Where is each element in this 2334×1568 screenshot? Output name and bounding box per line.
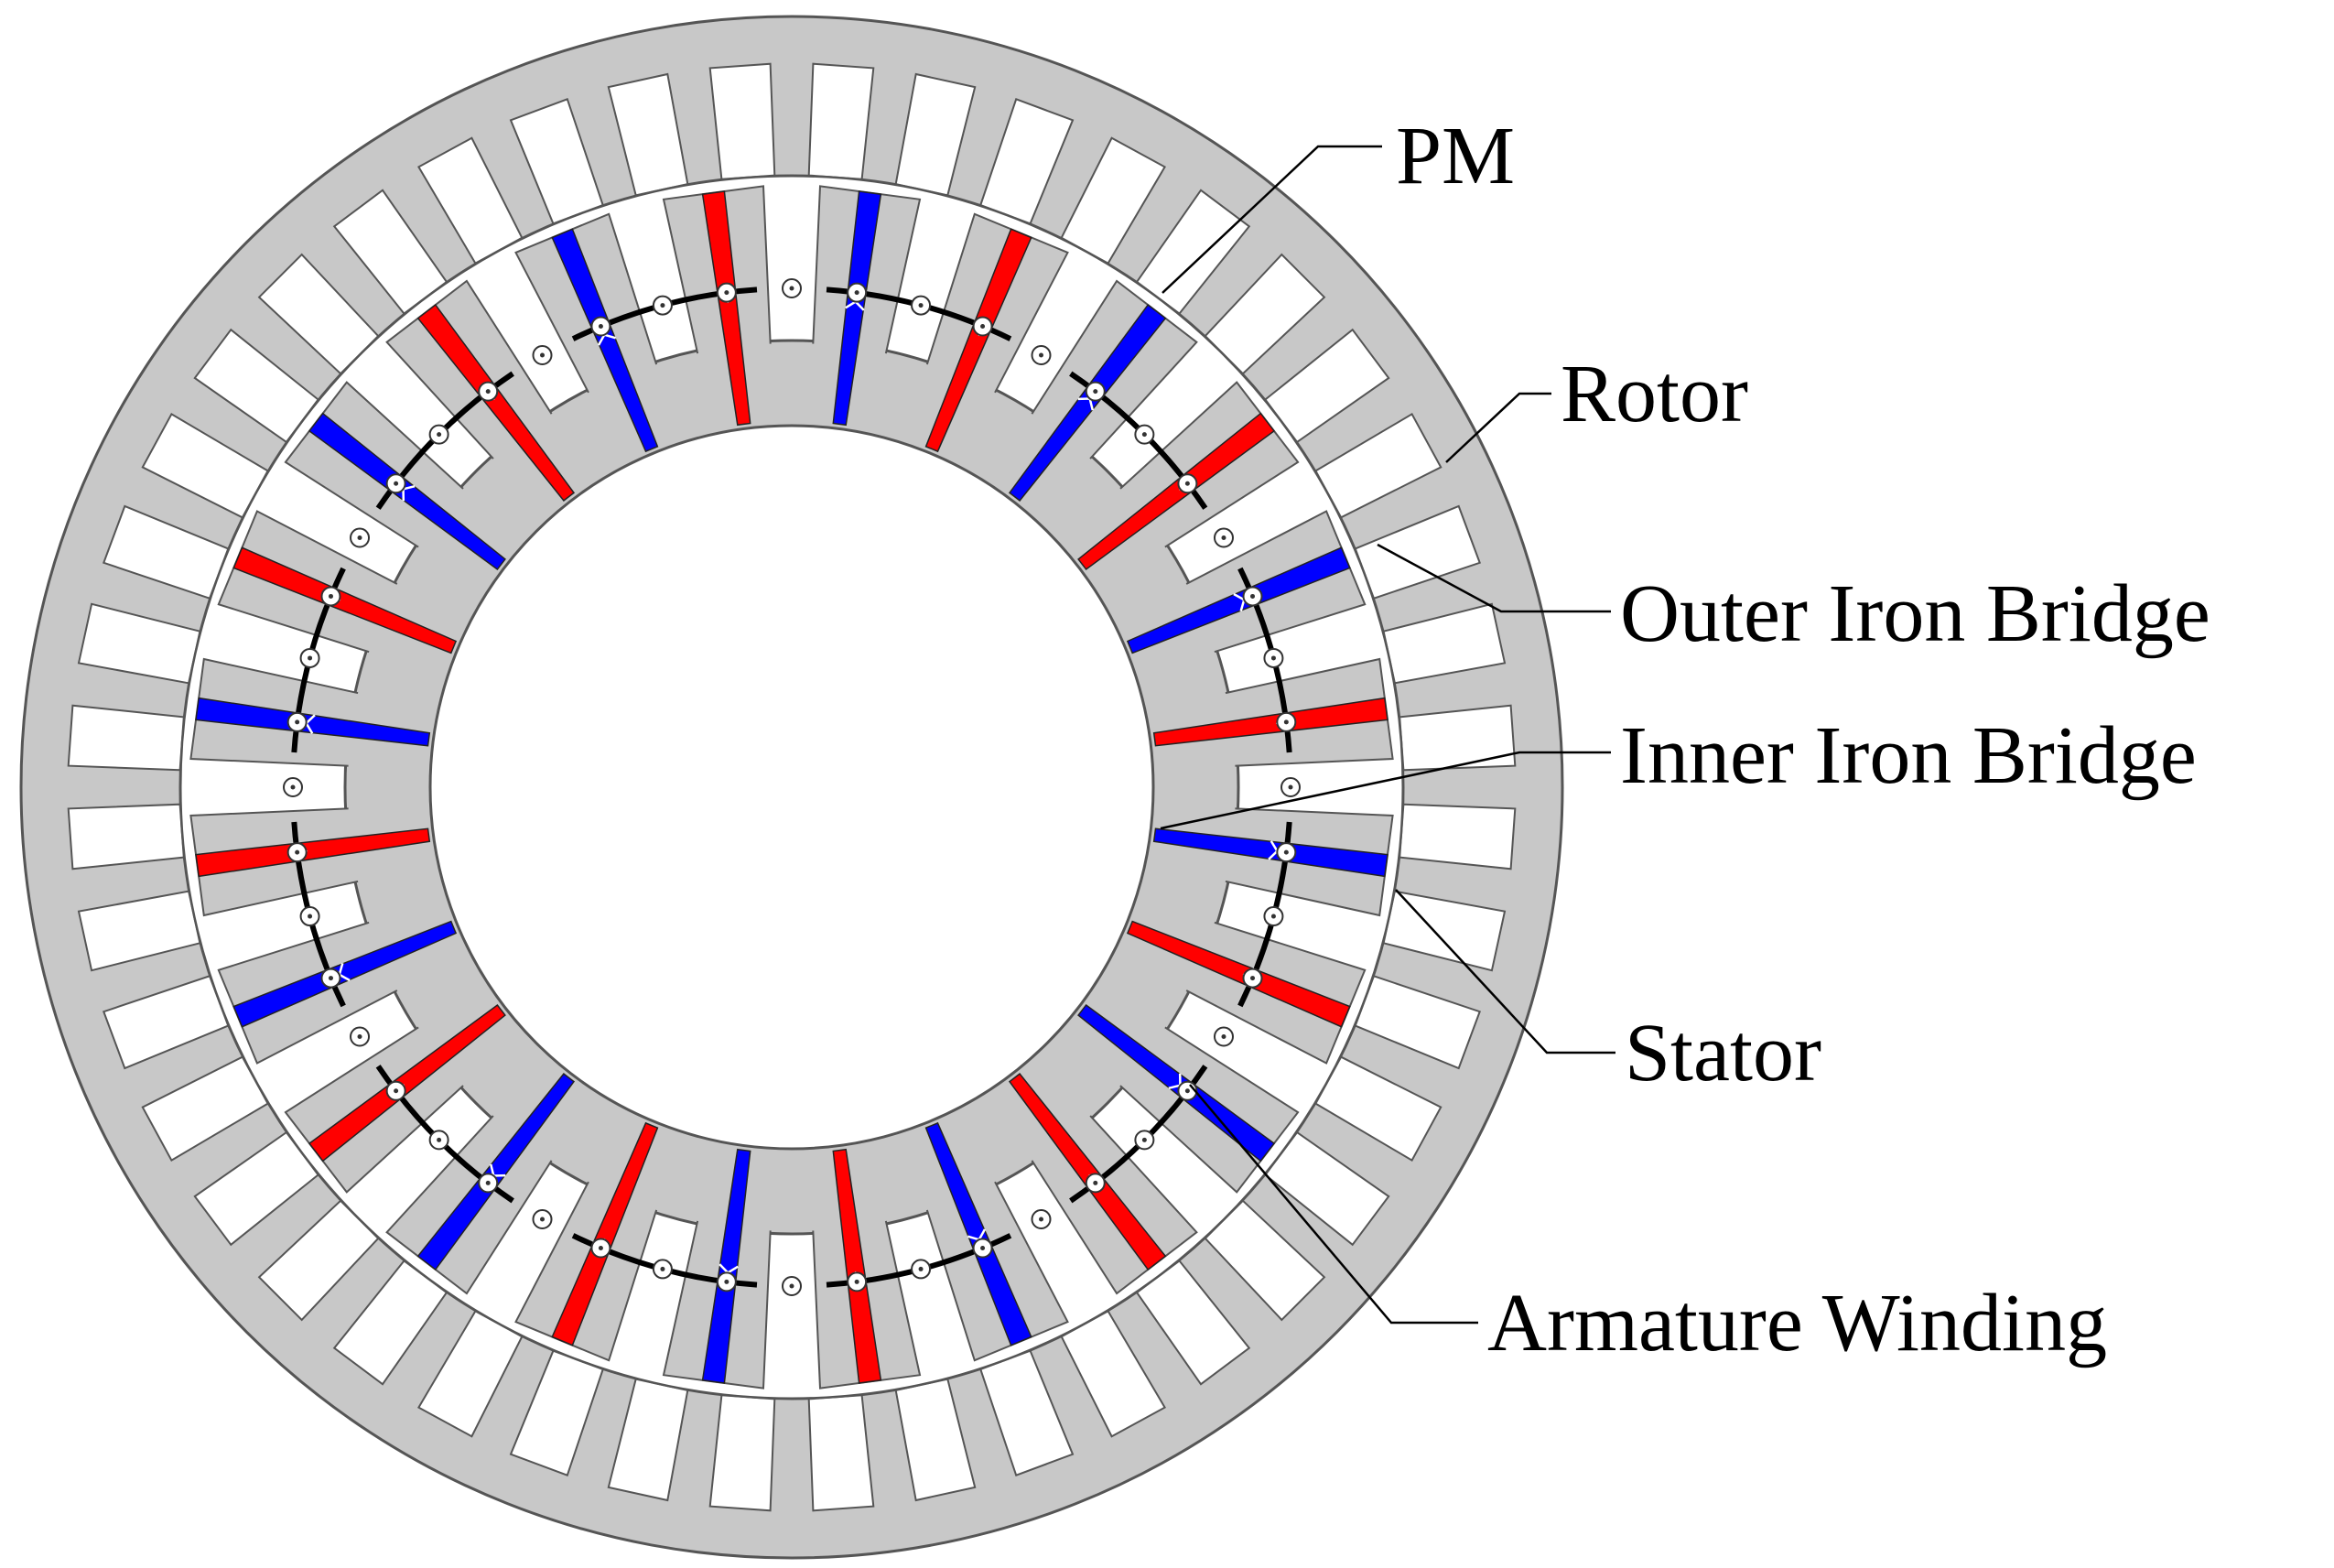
winding-conductor-dot — [1039, 352, 1043, 358]
winding-conductor-dot — [598, 1246, 603, 1251]
pm-magnet — [308, 1003, 506, 1162]
callout-pm: PM — [1396, 111, 1515, 201]
winding-conductor-dot — [437, 1137, 442, 1142]
winding-conductor-dot — [1093, 1180, 1098, 1185]
winding-conductor-dot — [1250, 593, 1256, 599]
winding-conductor-dot — [1141, 432, 1147, 438]
winding-conductor-dot — [308, 655, 313, 661]
winding-conductor-dot — [918, 303, 924, 308]
winding-conductor-dot — [328, 976, 333, 981]
callout-leader — [1395, 889, 1615, 1054]
pm-magnet — [416, 1073, 576, 1271]
callout-leader — [1162, 145, 1382, 294]
pm-magnet — [701, 190, 751, 427]
pm-magnet — [232, 546, 458, 654]
winding-conductor-dot — [437, 432, 442, 438]
winding-conductor-dot — [1184, 1088, 1190, 1094]
winding-conductor-dot — [1270, 914, 1276, 919]
callout-rotor: Rotor — [1561, 349, 1748, 439]
pm-magnet — [308, 412, 506, 571]
pm-magnet — [832, 190, 882, 427]
winding-conductor-dot — [485, 1180, 491, 1185]
rotor-slot — [1399, 803, 1517, 871]
winding-conductor-dot — [1270, 655, 1276, 661]
pm-magnet — [195, 697, 431, 747]
callout-leader — [1160, 751, 1611, 830]
winding-conductor-dot — [854, 290, 859, 296]
winding-conductor-dot — [1221, 535, 1226, 540]
winding-conductor-dot — [308, 914, 313, 919]
winding-conductor-dot — [540, 1217, 545, 1222]
pm-magnet — [551, 228, 659, 453]
pm-magnet — [701, 1148, 751, 1384]
pm-magnet — [1152, 827, 1389, 878]
winding-conductor-dot — [357, 1034, 362, 1039]
winding-conductor-dot — [660, 1266, 665, 1271]
pm-magnet — [832, 1148, 882, 1384]
winding-conductor-dot — [1039, 1217, 1043, 1222]
winding-conductor-dot — [328, 593, 333, 599]
pm-magnet — [232, 920, 458, 1028]
rotor-slot — [67, 704, 185, 772]
winding-conductor-dot — [980, 1246, 986, 1251]
winding-conductor-dot — [660, 303, 665, 308]
pm-magnet — [551, 1121, 659, 1346]
pm-magnet — [1008, 1073, 1167, 1271]
winding-conductor-dot — [394, 1088, 399, 1094]
callout-stator: Stator — [1625, 1008, 1821, 1098]
winding-conductor-dot — [598, 323, 603, 329]
pm-magnet — [924, 228, 1032, 453]
winding-conductor-dot — [1221, 1034, 1226, 1039]
winding-conductor-dot — [980, 323, 986, 329]
callout-inner-iron-bridge: Inner Iron Bridge — [1620, 710, 2197, 801]
winding-conductor-dot — [1283, 849, 1289, 855]
rotor-slot — [1399, 704, 1517, 772]
winding-conductor-dot — [295, 719, 300, 725]
winding-conductor-dot — [290, 784, 296, 790]
permanent-magnets — [195, 190, 1389, 1384]
winding-conductor-dot — [394, 481, 399, 486]
winding-conductor-dot — [295, 849, 300, 855]
winding-conductor-dot — [854, 1279, 859, 1284]
pm-magnet — [195, 827, 431, 878]
rotor-slot — [708, 62, 776, 180]
stator-bore — [428, 424, 1155, 1151]
rotor-slot — [807, 1394, 875, 1512]
rotor-slot — [807, 62, 875, 180]
winding-conductor-dot — [724, 290, 729, 296]
pm-magnet — [1077, 412, 1276, 571]
callout-leader — [1377, 543, 1611, 613]
pm-magnet — [1077, 1003, 1276, 1162]
rotor-inner-edge — [179, 175, 1404, 1400]
winding-conductor-dot — [789, 1283, 794, 1289]
callout-leader — [1445, 392, 1551, 463]
winding-conductor-dot — [1250, 976, 1256, 981]
pm-magnet — [924, 1121, 1032, 1346]
winding-conductor-dot — [724, 1279, 729, 1284]
pm-magnet — [1152, 697, 1389, 747]
rotor-slot — [708, 1394, 776, 1512]
pm-magnet — [1126, 920, 1351, 1028]
callout-armature-winding: Armature Winding — [1487, 1278, 2107, 1368]
rotor-slot — [67, 803, 185, 871]
winding-conductor-dot — [789, 286, 794, 291]
pm-magnet — [416, 303, 576, 502]
winding-conductor-dot — [485, 389, 491, 395]
winding-conductor-dot — [1184, 481, 1190, 486]
pm-magnet — [1008, 303, 1167, 502]
callout-leaders — [1160, 145, 1615, 1325]
winding-conductor-dot — [918, 1266, 924, 1271]
callout-outer-iron-bridge: Outer Iron Bridge — [1620, 568, 2210, 659]
pm-magnet — [1126, 546, 1351, 654]
winding-conductor-dot — [1283, 719, 1289, 725]
winding-conductor-dot — [1141, 1137, 1147, 1142]
winding-conductor-dot — [357, 535, 362, 540]
winding-conductor-dot — [1288, 784, 1293, 790]
winding-conductor-dot — [1093, 389, 1098, 395]
callout-leader — [1189, 1084, 1478, 1325]
winding-conductor-dot — [540, 352, 545, 358]
armature-winding — [283, 278, 1301, 1296]
